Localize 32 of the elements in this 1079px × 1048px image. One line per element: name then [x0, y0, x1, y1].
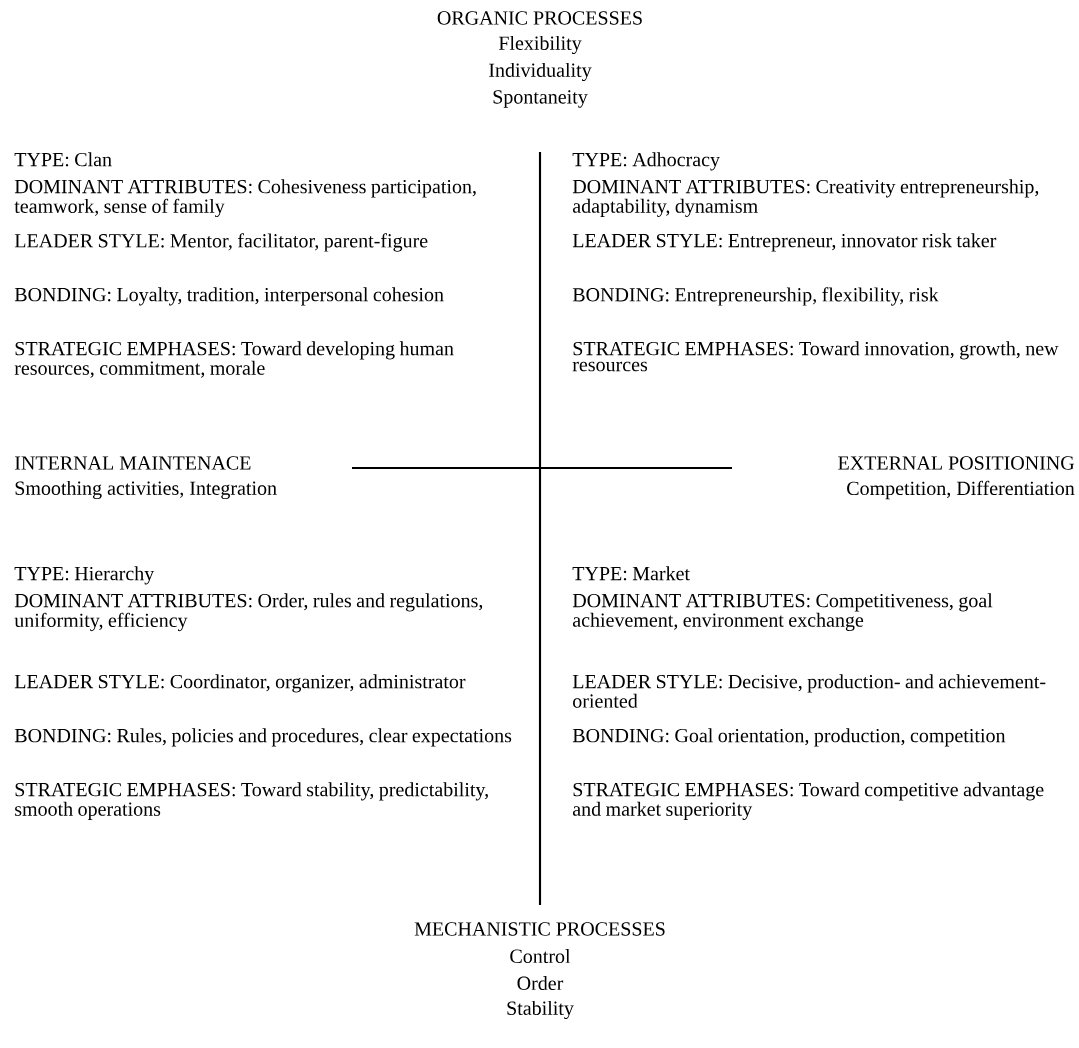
- quadrant-text: LEADER STYLE: Coordinator, organizer, administrator: [14, 674, 466, 693]
- axis-label: INTERNAL MAINTENACE: [15, 456, 251, 470]
- axis-label: Spontaneity: [493, 90, 588, 108]
- axis-label: EXTERNAL POSITIONING: [838, 456, 1075, 470]
- quadrant-text: STRATEGIC EMPHASES: Toward competitive advantage and market superiority: [573, 782, 1044, 820]
- quadrant-text: BONDING: Loyalty, tradition, interpersonal cohesion: [14, 287, 444, 306]
- axis-label: Stability: [507, 1000, 574, 1020]
- quadrant-text: TYPE: Hierarchy: [14, 566, 155, 585]
- quadrant-text: LEADER STYLE: Decisive, production- and achievement-oriented: [572, 674, 1046, 708]
- axis-label: Competition, Differentiation: [847, 480, 1075, 500]
- axis-label: Individuality: [489, 62, 592, 82]
- quadrant-text: BONDING: Goal orientation, production, competition: [572, 728, 1006, 747]
- quadrant-text: DOMINANT ATTRIBUTES: Order, rules and regulations, uniformity, efficiency: [14, 593, 483, 632]
- axis-label: ORGANIC PROCESSES: [437, 11, 642, 25]
- quadrant-text: DOMINANT ATTRIBUTES: Competitiveness, goal achievement, environment exchange: [572, 593, 993, 631]
- quadrant-text: BONDING: Entrepreneurship, flexibility, risk: [572, 287, 939, 306]
- axis-label: Flexibility: [498, 35, 582, 55]
- axis-label: Order: [517, 975, 564, 991]
- quadrant-text: BONDING: Rules, policies and procedures, clear expectations: [14, 728, 512, 747]
- axis-label: Control: [510, 948, 571, 964]
- quadrant-text: STRATEGIC EMPHASES: Toward stability, predictability, smooth operations: [15, 782, 488, 820]
- quadrant-text: DOMINANT ATTRIBUTES: Cohesiveness participation, teamwork, sense of family: [14, 179, 476, 218]
- quadrant-text: LEADER STYLE: Mentor, facilitator, parent-figure: [14, 233, 428, 252]
- quadrant-text: DOMINANT ATTRIBUTES: Creativity entrepreneurship, adaptability, dynamism: [572, 179, 1039, 217]
- axis-label: Smoothing activities, Integration: [15, 480, 277, 500]
- quadrant-text: STRATEGIC EMPHASES: Toward developing human resources, commitment, morale: [14, 341, 454, 378]
- quadrant-text: TYPE: Market: [572, 566, 690, 581]
- quadrant-text: TYPE: Clan: [14, 152, 112, 167]
- quadrant-text: STRATEGIC EMPHASES: Toward innovation, growth, new resources: [572, 341, 1059, 372]
- quadrant-text: TYPE: Adhocracy: [572, 152, 720, 171]
- quadrant-text: LEADER STYLE: Entrepreneur, innovator risk taker: [572, 233, 997, 252]
- axis-label: MECHANISTIC PROCESSES: [414, 922, 665, 936]
